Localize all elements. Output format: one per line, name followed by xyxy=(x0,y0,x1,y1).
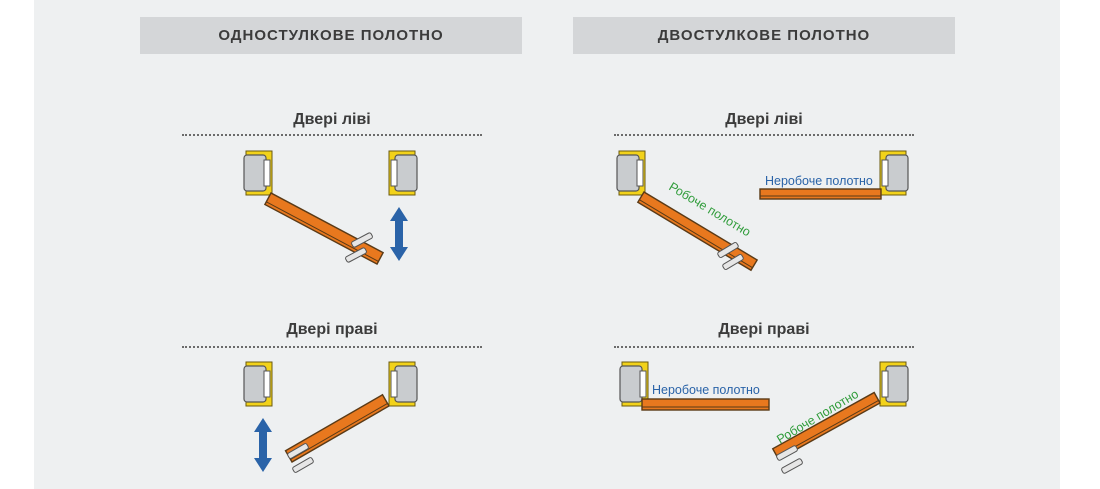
double-right-door: Неробоче полотно Робоче полотно xyxy=(619,361,909,475)
single-right-door xyxy=(243,361,418,474)
active-leaf-label: Робоче полотно xyxy=(666,180,753,240)
single-right-divider xyxy=(182,346,482,348)
double-leaf-header: ДВОСТУЛКОВЕ ПОЛОТНО xyxy=(573,17,955,54)
door-frame-icon xyxy=(243,150,273,196)
single-left-divider xyxy=(182,134,482,136)
inactive-leaf-label: Неробоче полотно xyxy=(765,174,873,188)
single-left-door-title: Двері ліві xyxy=(293,111,371,128)
double-left-divider xyxy=(614,134,914,136)
inactive-leaf xyxy=(759,188,882,200)
door-frame-icon xyxy=(879,150,909,196)
double-arrow-icon xyxy=(254,418,272,472)
single-leaf-header: ОДНОСТУЛКОВЕ ПОЛОТНО xyxy=(140,17,522,54)
single-right-door-title: Двері праві xyxy=(286,321,378,338)
inactive-leaf-label: Неробоче полотно xyxy=(652,383,760,397)
double-arrow-icon xyxy=(390,207,408,261)
door-frame-icon xyxy=(243,361,273,407)
double-left-door: Неробоче полотно Робоче полотно xyxy=(616,150,909,272)
single-left-door xyxy=(243,150,418,266)
double-left-door-title: Двері ліві xyxy=(725,111,803,128)
double-right-divider xyxy=(614,346,914,348)
hinge-icon xyxy=(780,457,804,475)
double-right-door-title: Двері праві xyxy=(718,321,810,338)
door-frame-icon xyxy=(388,361,418,407)
inactive-leaf xyxy=(641,398,770,411)
door-frame-icon xyxy=(388,150,418,196)
diagram-panel xyxy=(34,0,1060,489)
door-frame-icon xyxy=(879,361,909,407)
door-frame-icon xyxy=(616,150,646,196)
